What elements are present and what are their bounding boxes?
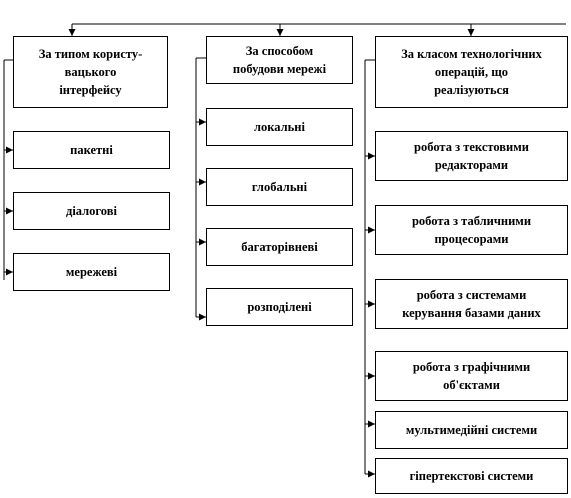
column-2-arrow-4 bbox=[199, 313, 206, 321]
column-1-arrow-3 bbox=[6, 268, 13, 276]
column-2-drop-arrow bbox=[276, 29, 284, 36]
column-3-item-5: мультимедійні системи bbox=[375, 411, 568, 449]
column-3-arrow-4 bbox=[368, 372, 375, 380]
column-3-item-3: робота з системами керування базами дани… bbox=[375, 279, 568, 329]
column-3-arrow-1 bbox=[368, 152, 375, 160]
column-2-item-3: багаторівневі bbox=[206, 228, 353, 266]
column-1-item-1: пакетні bbox=[13, 131, 170, 169]
column-1-item-2: діалогові bbox=[13, 192, 170, 230]
column-2-item-4-label: розподілені bbox=[247, 300, 312, 314]
column-2-arrow-1 bbox=[199, 118, 206, 126]
column-3-item-1: робота з текстовими редакторами bbox=[375, 131, 568, 181]
column-2-arrow-3 bbox=[199, 238, 206, 246]
column-3-item-4-label: робота з графічними об'єктами bbox=[412, 360, 531, 392]
column-1-drop-arrow bbox=[68, 29, 76, 36]
column-1-arrow-1 bbox=[6, 146, 13, 154]
column-1-item-1-label: пакетні bbox=[70, 143, 113, 157]
column-3-item-6: гіпертекстові системи bbox=[375, 458, 568, 494]
column-1-item-3: мережеві bbox=[13, 253, 170, 291]
column-3-item-4: робота з графічними об'єктами bbox=[375, 351, 568, 401]
column-3-item-2-label: робота з табличними процесорами bbox=[411, 214, 532, 246]
column-2-item-2-label: глобальні bbox=[251, 180, 308, 194]
column-2-item-2: глобальні bbox=[206, 168, 353, 206]
column-3-item-1-label: робота з текстовими редакторами bbox=[414, 140, 529, 172]
column-1-header-label: За типом користу- вацького інтерфейсу bbox=[38, 47, 143, 97]
column-2-header: За способом побудови мережі bbox=[206, 36, 353, 84]
column-3-drop-arrow bbox=[467, 29, 475, 36]
column-3-header: За класом технологічних операцій, що реа… bbox=[375, 36, 568, 108]
column-3-item-5-label: мультимедійні системи bbox=[405, 423, 538, 437]
column-1-item-3-label: мережеві bbox=[65, 265, 118, 279]
column-2-item-1-label: локальні bbox=[254, 120, 305, 134]
column-2-item-1: локальні bbox=[206, 108, 353, 146]
column-3-arrow-3 bbox=[368, 300, 375, 308]
column-3-header-label: За класом технологічних операцій, що реа… bbox=[401, 47, 542, 97]
column-3-arrow-2 bbox=[368, 226, 375, 234]
column-3-arrow-6 bbox=[368, 470, 375, 478]
column-3-item-6-label: гіпертекстові системи bbox=[409, 469, 534, 483]
column-2-header-label: За способом побудови мережі bbox=[232, 44, 327, 76]
column-3-arrow-5 bbox=[368, 420, 375, 428]
column-3-item-3-label: робота з системами керування базами дани… bbox=[402, 288, 541, 320]
column-2-arrow-2 bbox=[199, 178, 206, 186]
column-3-item-2: робота з табличними процесорами bbox=[375, 205, 568, 255]
column-1-header: За типом користу- вацького інтерфейсу bbox=[13, 36, 168, 108]
column-1-arrow-2 bbox=[6, 207, 13, 215]
column-2-item-3-label: багаторівневі bbox=[241, 240, 318, 254]
column-2-item-4: розподілені bbox=[206, 288, 353, 326]
column-1-item-2-label: діалогові bbox=[66, 204, 117, 218]
